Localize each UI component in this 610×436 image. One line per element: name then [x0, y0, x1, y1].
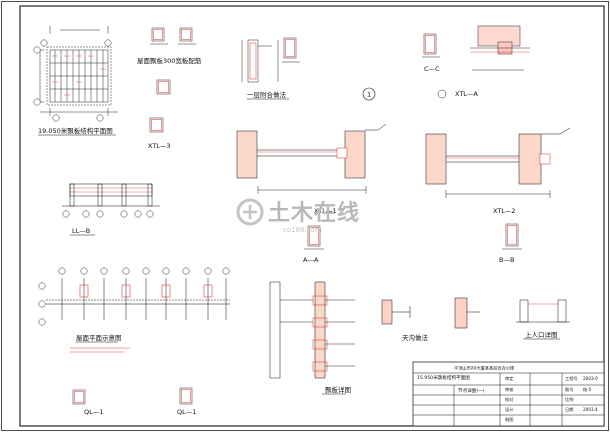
roof-plate-plan-title: 19.050米飘板结构平面图 [38, 126, 113, 135]
title-block-drawing-subtitle: 节点详图(一) [458, 387, 485, 394]
xtl3-section [149, 117, 164, 133]
cc-section-title: C—C [424, 65, 440, 73]
roof-plan-axis-bubbles [33, 39, 112, 122]
title-block-row-2: 校对 [505, 396, 513, 403]
xtl2-detail [425, 127, 571, 198]
ql1-title: QL—1 [84, 408, 103, 416]
watermark: 土木在线 co188.com [236, 198, 360, 234]
aa-section [304, 225, 324, 250]
bb-section-title: B—B [499, 256, 514, 264]
roof-plate-plan [36, 26, 118, 116]
title-block-right-label-1: 图号 [565, 387, 573, 393]
title-block-right-value-1: 结-5 [583, 386, 592, 393]
roof-entry-title: 上人口详图 [525, 330, 558, 339]
gutter-detail [381, 297, 480, 329]
one-floor-detail [241, 37, 300, 83]
xtl-a-axis-bubble [437, 89, 447, 99]
ql1-small-title: QL—1 [177, 408, 196, 416]
watermark-logo-icon [236, 198, 264, 226]
eave-plan-title: 屋面平面示意图 [76, 333, 122, 342]
title-block-right-label-2: 比例 [565, 396, 573, 403]
circle-one-label: 1 [367, 91, 371, 99]
xtl-a-detail [470, 25, 530, 71]
gutter-title: 天沟做法 [402, 333, 429, 342]
title-block-right-label-0: 工程号 [565, 375, 578, 382]
beam-section-top-2 [178, 27, 196, 45]
title-block-row-0: 审定 [505, 375, 513, 382]
cc-section [422, 33, 440, 58]
title-block-drawing-title: 15.950米飘板结构平面图 [417, 374, 470, 381]
roof-plate-rebar-marks [52, 55, 106, 96]
circle-one-marker: 1 [362, 87, 376, 101]
watermark-url: co188.com [283, 226, 322, 234]
ql1-section-right [179, 387, 193, 405]
xtl-a-title: XTL—A [455, 90, 478, 98]
title-block-right-value-3: 2003.4 [583, 407, 598, 412]
title-block [412, 361, 605, 427]
title-block-project: 平顶山市XX大厦某某综合办公楼 [454, 365, 514, 372]
one-floor-detail-title: 一层附合做法 [247, 90, 287, 99]
xtl2-title: XTL—2 [493, 207, 516, 215]
ql1-section-left [72, 389, 86, 405]
eave-section-detail [269, 281, 355, 379]
title-block-right-label-3: 日期 [565, 407, 573, 413]
xtl1-detail [236, 123, 387, 194]
plate-section-a-title: 屋面飘板300宽板配筋 [137, 56, 202, 65]
eave-plan [46, 278, 230, 320]
ll-b-elevation [62, 183, 160, 207]
eave-detail-title: 飘板详图 [325, 385, 351, 394]
title-block-row-3: 设计 [505, 406, 513, 413]
beam-section-mid [156, 79, 171, 95]
aa-section-title: A—A [303, 256, 319, 264]
eave-plan-axis-bubbles [38, 267, 230, 326]
watermark-text: 土木在线 [268, 200, 360, 226]
xtl1-title: XTL—1 [314, 207, 337, 215]
title-block-right-value-0: 2003-0 [583, 376, 598, 381]
beam-section-top-1 [150, 27, 168, 45]
xtl3-title: XTL—3 [148, 142, 171, 150]
ll-b-title: LL—B [72, 227, 90, 235]
bb-section [502, 223, 522, 250]
title-block-row-1: 审核 [505, 386, 514, 393]
sheet-inner-border [19, 5, 605, 427]
roof-entry-detail [516, 299, 570, 323]
ll-b-axis-bubbles [62, 210, 154, 218]
title-block-row-4: 制图 [505, 416, 513, 423]
